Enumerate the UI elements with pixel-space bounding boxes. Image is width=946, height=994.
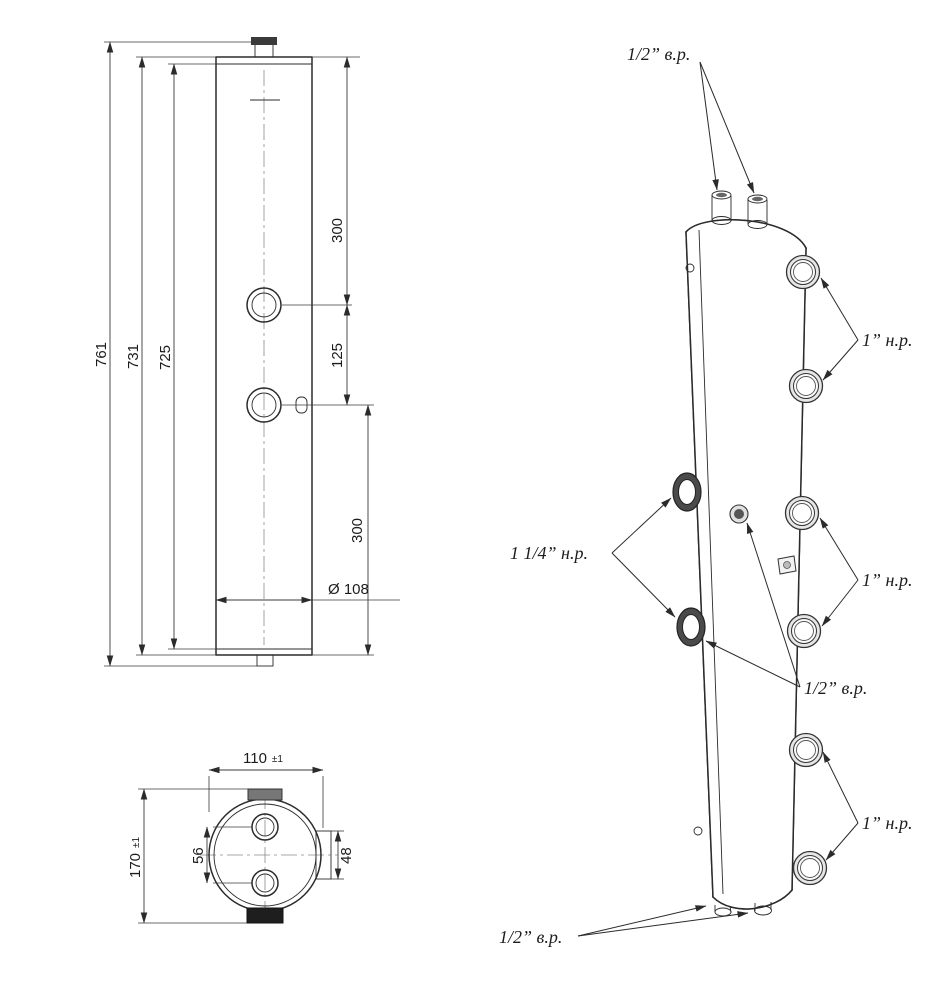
dim-inner-height: 725 [157,345,174,370]
label-drain-connections: 1/2” в.р. [804,678,867,698]
dim-width-value: 110 [243,750,267,767]
label-left-pair: 1 1/4” н.р. [510,543,588,563]
label-right-upper-pair: 1” н.р. [862,330,912,350]
label-bottom-connections: 1/2” в.р. [499,927,562,947]
iso-top-stub-left [711,190,732,225]
iso-right-port-2 [788,368,824,404]
top-nipple [254,43,274,58]
iso-left-port-2 [676,607,706,647]
section-view: 110 ±1 170 ±1 56 48 [127,750,355,924]
iso-leaders [577,61,859,937]
front-view-body [215,37,313,667]
bottom-nipple [256,654,274,667]
dim-top-port-offset: 300 [329,218,346,243]
iso-right-port-1 [785,254,821,290]
section-bottom-stub [246,907,284,924]
iso-right-port-6 [792,850,828,886]
section-body [200,788,338,924]
dim-depth: 170 ±1 [127,836,144,878]
iso-drain-port [729,504,749,524]
dim-depth-value: 170 [127,853,144,878]
iso-right-port-4 [786,613,822,649]
dim-overall-height: 761 [93,342,110,367]
isometric-view: 1/2” в.р. 1” н.р. 1 1/4” н.р. 1” н.р. 1/… [499,44,912,947]
section-top-stub [247,788,283,801]
iso-body [685,219,807,910]
iso-right-port-3 [784,495,820,531]
iso-top-stub-right [747,194,768,229]
mounting-bracket [315,830,332,880]
dim-width-tolerance: ±1 [272,754,283,765]
iso-left-port-1 [672,472,702,512]
iso-bottom-stub-right [754,902,772,916]
iso-left-seam [698,229,724,895]
dim-port-spacing: 125 [329,343,346,368]
label-right-lower-pair: 1” н.р. [862,813,912,833]
weep-hole-lower [693,826,703,836]
iso-labels: 1/2” в.р. 1” н.р. 1 1/4” н.р. 1” н.р. 1/… [499,44,912,947]
dim-width: 110 ±1 [243,750,283,767]
label-top-connections: 1/2” в.р. [627,44,690,64]
label-right-middle-pair: 1” н.р. [862,570,912,590]
section-extensions [138,776,344,924]
dim-port-distance: 56 [190,847,207,864]
dim-bottom-port-offset: 300 [349,518,366,543]
weep-hole-upper [685,263,695,273]
lower-port [246,387,282,423]
iso-bracket [777,555,797,575]
front-view-dimensions: 761 731 725 300 125 300 Ø 108 [93,41,400,667]
dim-depth-tolerance: ±1 [131,836,142,847]
top-nipple-cap [251,37,277,45]
section-dimensions: 110 ±1 170 ±1 56 48 [127,750,355,924]
dim-bracket-height: 48 [338,847,355,864]
upper-port [246,287,282,323]
dim-shell-height: 731 [125,344,142,369]
iso-right-port-5 [788,732,824,768]
dim-diameter: Ø 108 [328,581,369,598]
front-view: 761 731 725 300 125 300 Ø 108 [93,37,400,667]
